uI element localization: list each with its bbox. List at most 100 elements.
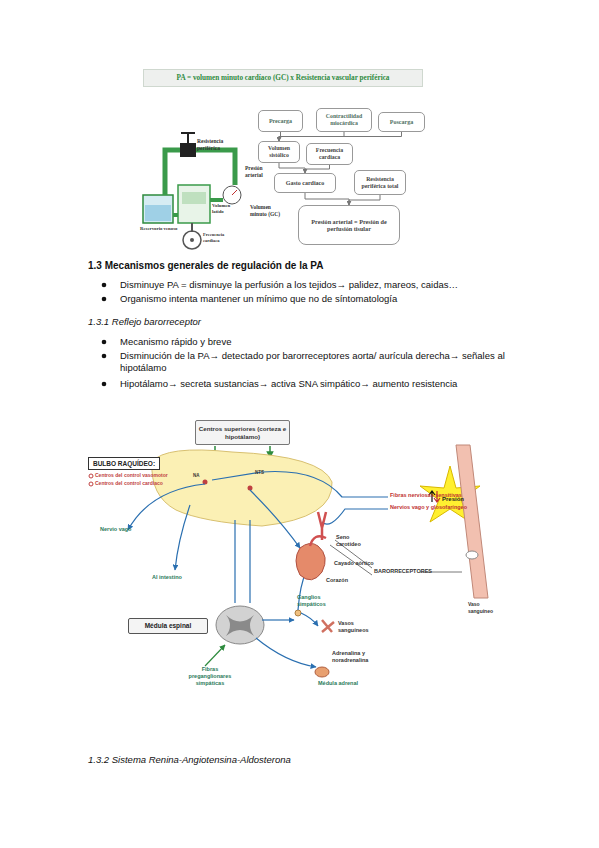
connector xyxy=(349,195,380,205)
process-box: Gasto cardiaco xyxy=(274,173,336,193)
bullet-text: Disminuye PA = disminuye la perfusión a … xyxy=(120,279,540,291)
glossopharyngeal-nerve xyxy=(322,509,388,524)
heart xyxy=(296,543,325,579)
part-label: Volumen latido xyxy=(212,203,237,215)
brainstem xyxy=(152,450,332,526)
vagus-to-gut xyxy=(175,505,190,570)
process-box: Centros superiores (corteza e hipotálamo… xyxy=(195,420,290,445)
bullet xyxy=(102,354,107,359)
pressure-label: Presión xyxy=(440,494,466,504)
organ-label: Vasos sanguíneos xyxy=(338,620,378,634)
vagus-to-heart xyxy=(250,490,300,548)
pressure-gauge xyxy=(223,186,241,204)
part-label: Vaso sanguíneo xyxy=(468,601,498,614)
nucleus-label: NA xyxy=(193,473,200,479)
center-symbol xyxy=(89,482,93,486)
clamp-screw xyxy=(187,133,189,143)
process-box: Resistencia periférica total xyxy=(354,170,406,195)
reservoir-water xyxy=(145,205,171,221)
connector xyxy=(305,165,330,173)
section-heading: 1.3 Mecanismos generales de regulación d… xyxy=(88,259,323,272)
process-box: Precarga xyxy=(258,110,303,132)
bullet xyxy=(102,340,107,345)
gauge-needle xyxy=(232,190,237,195)
group-label: BARORRECEPTORES xyxy=(374,568,432,575)
node-text: Médula espinal xyxy=(145,622,192,629)
node-text: Resistencia periférica total xyxy=(357,176,403,189)
pump-chamber xyxy=(178,185,210,223)
region-box: BULBO RAQUÍDEO: xyxy=(88,457,160,470)
bullet xyxy=(102,297,107,302)
process-box: Volumen sistólico xyxy=(258,141,300,163)
bullet-text: Hipotálamo→ secreta sustancias→ activa S… xyxy=(120,378,540,390)
gray-matter xyxy=(226,615,254,636)
center-symbol xyxy=(89,474,93,478)
process-box: Contractilidad miocárdica xyxy=(316,108,372,132)
clamp-screw xyxy=(181,132,195,134)
connector xyxy=(279,132,281,141)
adrenal-gland xyxy=(315,667,329,677)
part-label: Frecuencia cardiaca xyxy=(203,232,233,244)
process-box: Frecuencia cardiaca xyxy=(306,143,353,165)
part-label: Presión arterial xyxy=(245,165,275,179)
bullet-text: Organismo intenta mantener un mínimo que… xyxy=(120,293,540,305)
process-box: Poscarga xyxy=(378,112,425,132)
organ-label: Seno carotídeo xyxy=(336,534,366,548)
nucleus-label: NTS xyxy=(255,470,264,476)
sympathetic-ganglion xyxy=(295,610,301,616)
sympathetic-fiber xyxy=(262,619,294,620)
adrenal-fiber xyxy=(256,638,316,667)
wheel-axis xyxy=(190,238,194,242)
receptor-ending xyxy=(466,551,478,559)
vagus-nerve xyxy=(128,484,205,530)
legend-text: Centros del control cardiaco xyxy=(95,480,163,487)
bullet xyxy=(102,283,107,288)
venous-reservoir xyxy=(143,195,173,223)
bullet-text: Mecanismo rápido y breve xyxy=(120,336,540,348)
connector xyxy=(305,193,349,205)
node-text: Presión xyxy=(442,496,464,503)
bullet-text: Disminución de la PA→ detectado por baro… xyxy=(120,350,512,375)
nerve-label: Al intestino xyxy=(152,574,182,581)
formula-banner: PA = volumen minuto cardíaco (GC) x Resi… xyxy=(143,69,423,87)
node-text: Poscarga xyxy=(390,119,413,126)
hormone-label: Adrenalina y noradrenalina xyxy=(332,650,377,664)
subsection-heading: 1.3.1 Reflejo barorreceptor xyxy=(88,316,201,328)
region-box: Médula espinal xyxy=(128,618,208,634)
connector xyxy=(279,163,305,173)
node-text: Presión arterial = Presión de perfusión … xyxy=(301,218,397,232)
node-text: Gasto cardiaco xyxy=(286,180,325,187)
node-text: Precarga xyxy=(269,118,292,125)
node-text: Frecuencia cardiaca xyxy=(309,147,350,160)
drive-wheel xyxy=(183,231,201,249)
node-text: Centros superiores (corteza e hipotálamo… xyxy=(198,425,287,439)
connector xyxy=(279,132,344,141)
node-text: Contractilidad miocárdica xyxy=(319,113,369,126)
organ-label: Ganglios simpáticos xyxy=(297,594,337,608)
node-text: BULBO RAQUÍDEO: xyxy=(93,460,155,467)
pointer-line xyxy=(205,645,225,666)
nerve-label: Nervio vago xyxy=(100,526,131,533)
cardiac-center xyxy=(248,486,253,491)
organ-label: Corazón xyxy=(326,577,348,584)
part-label: Resistencia periférica xyxy=(197,138,237,152)
aortic-arch xyxy=(310,536,326,546)
node-text: Volumen sistólico xyxy=(261,145,297,158)
descending-pathway xyxy=(235,520,250,603)
fiber-label: Fibras preganglionares simpáticas xyxy=(180,666,240,687)
postganglionic-fiber xyxy=(301,613,318,626)
organ-label: Cayado aórtico xyxy=(334,560,374,567)
subsection-heading: 1.3.2 Sistema Renina-Angiotensina-Aldost… xyxy=(88,754,291,766)
organ-label: Médula adrenal xyxy=(318,680,358,687)
blood-vessel xyxy=(456,445,488,598)
part-label: Volumen minuto (GC) xyxy=(250,204,282,218)
legend-text: Centros del control vasomotor xyxy=(95,472,168,479)
blood-vessels xyxy=(322,620,334,632)
nerve-label: Nervios vago y glosofaríngeo xyxy=(390,504,467,511)
bullet xyxy=(102,382,107,387)
stroke-volume xyxy=(182,192,206,204)
result-box: Presión arterial = Presión de perfusión … xyxy=(298,205,400,245)
connector xyxy=(279,132,402,141)
sensory-nerve xyxy=(212,472,388,497)
